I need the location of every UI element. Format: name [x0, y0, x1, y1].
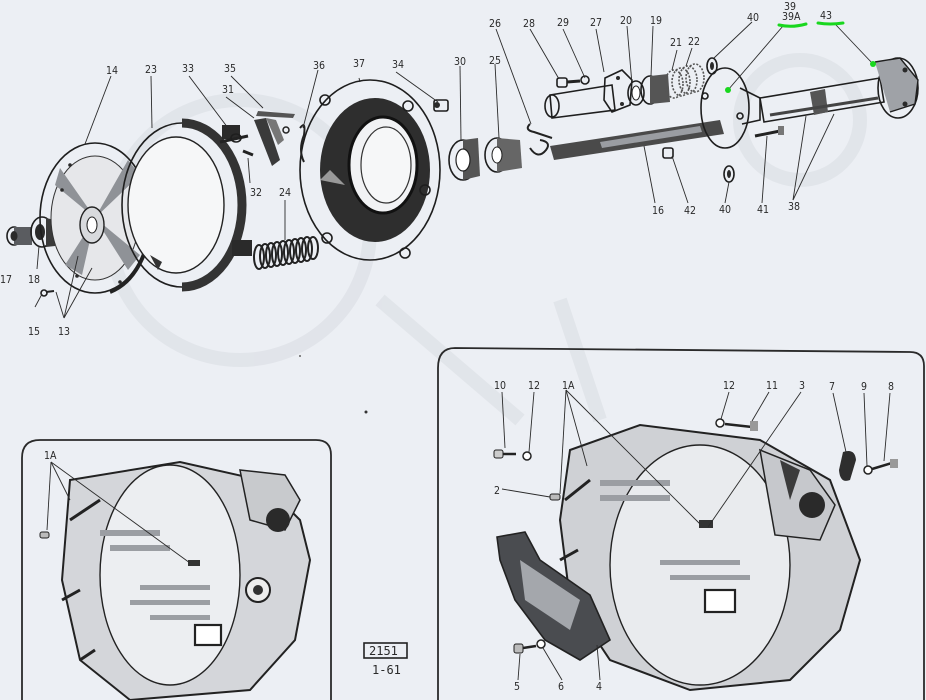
leader-lines [34, 21, 874, 319]
label-43: 43 [820, 10, 832, 22]
part-24-spring [253, 236, 319, 270]
part-15-rivet [40, 289, 55, 297]
date-code: 1-61 [372, 663, 401, 677]
label-40-lower: 40 [719, 204, 731, 216]
label-21: 21 [670, 37, 682, 49]
label-39: 39 [784, 1, 796, 13]
label-10: 10 [494, 380, 506, 392]
label-34: 34 [392, 59, 404, 71]
label-12-right: 12 [723, 380, 735, 392]
part-17-bush [6, 226, 32, 246]
label-39A: 39A [782, 11, 801, 23]
underline-43 [816, 21, 845, 26]
label-42: 42 [684, 205, 696, 217]
part-34-nut [433, 99, 449, 112]
label-32: 32 [250, 187, 262, 199]
label-19: 19 [650, 15, 662, 27]
reference-plate: 2151 1-61 [363, 642, 408, 677]
plate-number: 2151 [369, 644, 398, 658]
marker-43 [870, 61, 876, 67]
part-32-pin [242, 149, 254, 157]
label-7: 7 [829, 381, 835, 393]
label-8: 8 [888, 381, 894, 393]
label-4: 4 [596, 681, 602, 693]
label-25: 25 [489, 55, 501, 67]
part-30-release-bearing [448, 138, 480, 181]
marker-39A [725, 87, 731, 93]
label-23: 23 [145, 64, 157, 76]
part-16-release-shaft [550, 120, 724, 160]
label-33: 33 [182, 63, 194, 75]
label-9: 9 [861, 381, 867, 393]
inset-left-bell-housing: 1A [21, 439, 332, 700]
part-42-nut [662, 147, 674, 159]
label-26: 26 [489, 18, 501, 30]
part-33-pin [219, 133, 249, 144]
inset-right-bell-housing: 10 12 1A 2 12 11 3 7 9 8 5 6 4 [437, 347, 925, 700]
label-29: 29 [557, 17, 569, 29]
part-20-bush [627, 80, 645, 106]
part-21-22-spring [664, 63, 705, 99]
highlight-annotations [725, 21, 876, 93]
part-40-washer-lower [723, 165, 735, 183]
label-3: 3 [799, 380, 805, 392]
label-13: 13 [58, 326, 70, 338]
label-28: 28 [523, 18, 535, 30]
label-1A-left: 1A [44, 450, 57, 462]
part-25-bearing-carrier [484, 137, 522, 173]
label-38: 38 [788, 201, 800, 213]
label-17: 17 [0, 274, 12, 286]
label-35: 35 [224, 63, 236, 75]
part-27-shaft-bush [544, 69, 633, 119]
label-36: 36 [313, 60, 325, 72]
part-29-washer [580, 75, 590, 85]
label-20: 20 [620, 15, 632, 27]
label-12-left: 12 [528, 380, 540, 392]
label-15: 15 [28, 326, 40, 338]
part-23-pressure-plate [121, 118, 252, 292]
part-31-release-lever [254, 118, 290, 166]
label-14: 14 [106, 65, 118, 77]
label-40-upper: 40 [747, 12, 759, 24]
part-37-clutch-cover [299, 79, 441, 261]
label-5: 5 [514, 681, 520, 693]
label-37: 37 [353, 58, 365, 70]
part-19-seal [640, 74, 670, 105]
label-31: 31 [222, 84, 234, 96]
label-16: 16 [652, 205, 664, 217]
label-6: 6 [558, 681, 564, 693]
label-11: 11 [766, 380, 778, 392]
part-43-flange [874, 57, 919, 119]
part-36-clip [299, 124, 306, 163]
label-2: 2 [494, 485, 500, 497]
label-18: 18 [28, 274, 40, 286]
part-38-intermediate-shaft [759, 77, 885, 123]
part-35-strap [256, 111, 295, 118]
label-22: 22 [688, 36, 700, 48]
part-labels: 14 23 33 35 31 32 24 36 37 34 30 25 26 2… [0, 1, 832, 338]
part-26-spring-clip [526, 123, 553, 156]
part-41-bolt [754, 126, 784, 138]
label-1A-right: 1A [562, 380, 575, 392]
exploded-clutch-assembly: 14 23 33 35 31 32 24 36 37 34 30 25 26 2… [0, 1, 919, 338]
label-41: 41 [757, 204, 769, 216]
page-bleed-through [103, 53, 867, 426]
label-24: 24 [279, 187, 291, 199]
part-28-bolt [556, 77, 581, 88]
underline-39A [777, 22, 808, 28]
part-39A-flexible-joint [700, 67, 761, 149]
label-30: 30 [454, 56, 466, 68]
label-27: 27 [590, 17, 602, 29]
